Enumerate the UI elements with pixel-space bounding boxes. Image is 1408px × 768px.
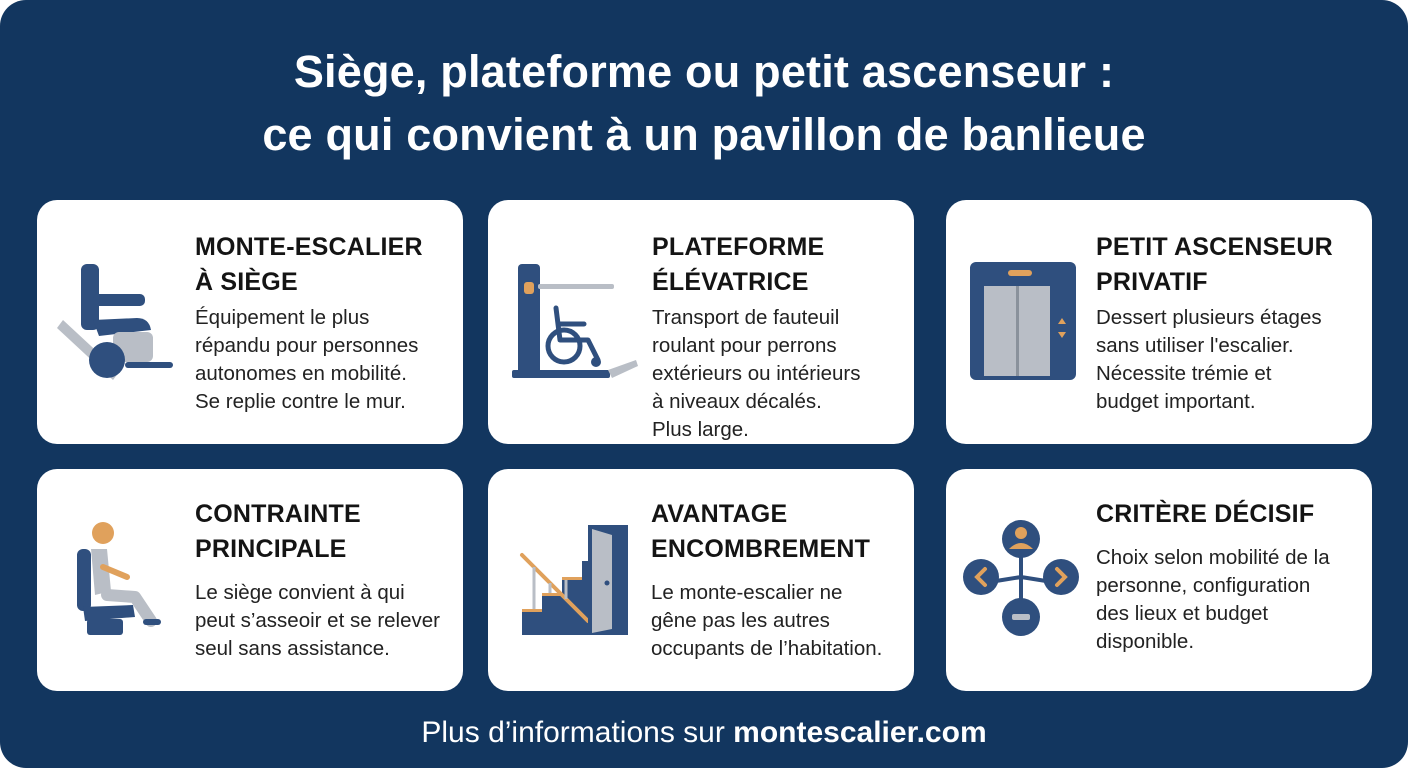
card-plateforme: PLATEFORME ÉLÉVATRICE Transport de faute…: [488, 200, 914, 444]
decision-choice-icon: [963, 520, 1079, 636]
card-heading: PLATEFORME ÉLÉVATRICE: [652, 233, 825, 296]
seated-person-icon: [77, 522, 161, 635]
card-avantage: AVANTAGE ENCOMBREMENT Le monte-escalier …: [488, 469, 914, 691]
card-critere: CRITÈRE DÉCISIF Choix selon mobilité de …: [946, 469, 1372, 691]
card-monte-escalier: MONTE-ESCALIER À SIÈGE Équipement le plu…: [37, 200, 463, 444]
card-body: Le siège convient à qui peut s’asseoir e…: [195, 581, 440, 660]
page-title-line-1: Siège, plateforme ou petit ascenseur :: [293, 46, 1115, 97]
elevator-icon: [970, 262, 1076, 380]
footer-prefix: Plus d’informations sur: [421, 716, 734, 749]
card-body: Dessert plusieurs étages sans utiliser l…: [1096, 306, 1322, 413]
card-heading: PETIT ASCENSEUR PRIVATIF: [1096, 233, 1333, 296]
card-body: Choix selon mobilité de la personne, con…: [1096, 546, 1330, 653]
page-title-line-2: ce qui convient à un pavillon de banlieu…: [262, 109, 1146, 160]
footer-site-link[interactable]: montescalier.com: [733, 716, 987, 749]
card-body: Équipement le plus répandu pour personne…: [195, 306, 419, 413]
card-body: Transport de fauteuil roulant pour perro…: [652, 306, 861, 441]
card-heading: MONTE-ESCALIER À SIÈGE: [195, 233, 423, 296]
stairlift-seat-icon: [57, 264, 173, 380]
card-contrainte: CONTRAINTE PRINCIPALE Le siège convient …: [37, 469, 463, 691]
footer: Plus d’informations sur montescalier.com: [0, 711, 1408, 755]
staircase-door-icon: [520, 525, 628, 635]
card-body: Le monte-escalier ne gêne pas les autres…: [651, 581, 883, 660]
card-heading: AVANTAGE ENCOMBREMENT: [651, 500, 871, 563]
card-heading: CRITÈRE DÉCISIF: [1096, 500, 1315, 528]
page-title: Siège, plateforme ou petit ascenseur : c…: [0, 40, 1408, 166]
card-ascenseur: PETIT ASCENSEUR PRIVATIF Dessert plusieu…: [946, 200, 1372, 444]
card-heading: CONTRAINTE PRINCIPALE: [195, 500, 361, 563]
wheelchair-platform-icon: [512, 264, 638, 378]
